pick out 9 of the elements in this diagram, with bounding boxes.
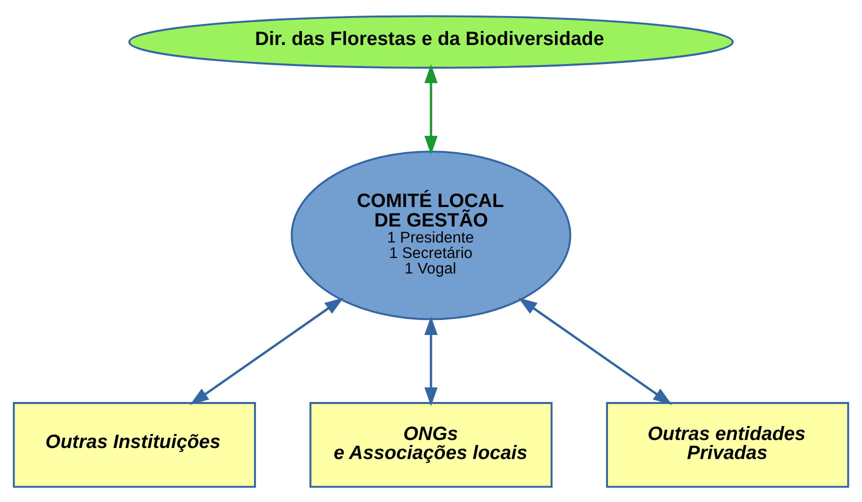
node-box: Outras entidades Privadas	[606, 402, 850, 488]
arrow	[518, 297, 672, 404]
node-box: Outras Instituições	[12, 402, 256, 488]
arrow	[424, 316, 438, 406]
node-ellipse: COMITÉ LOCAL DE GESTÃO 1 Presidente 1 Secretário 1 Vogal	[290, 150, 572, 320]
node-ellipse: Dir. das Florestas e da Biodiversidade	[128, 14, 734, 68]
node-box: ONGs e Associações locais	[309, 402, 553, 488]
arrow	[190, 297, 344, 404]
arrow	[424, 64, 438, 154]
